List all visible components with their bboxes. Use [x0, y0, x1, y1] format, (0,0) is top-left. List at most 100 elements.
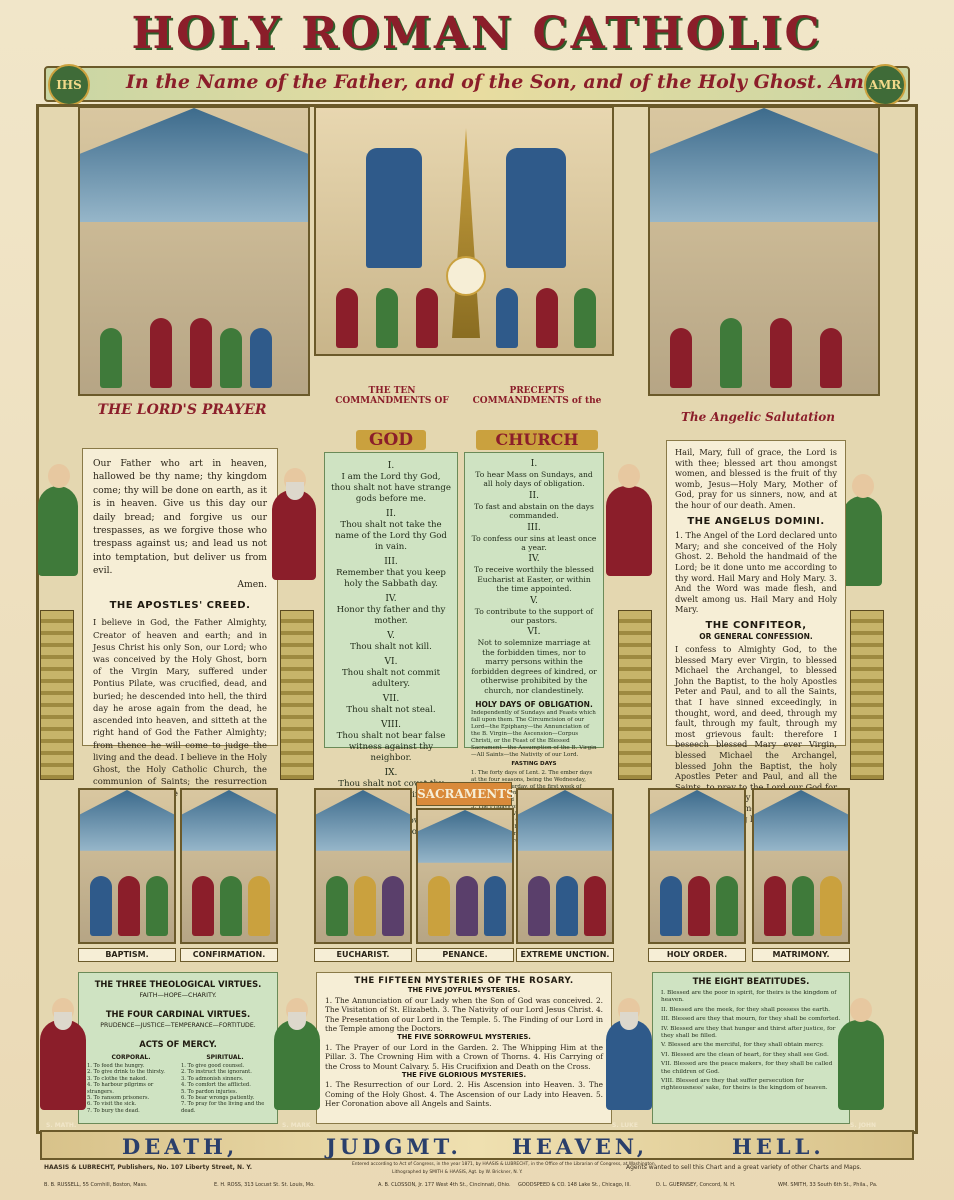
salutation-panel: Hail, Mary, full of grace, the Lord is w…	[666, 440, 846, 824]
invocation-band: IHS In the Name of the Father, and of th…	[44, 64, 910, 106]
beatitude-item: I. Blessed are the poor in spirit, for t…	[661, 990, 837, 1004]
pope-statue	[600, 456, 660, 576]
commandment-number: I.	[387, 461, 395, 471]
sacrament-label: HOLY ORDER.	[648, 948, 746, 962]
beatitudes-panel: THE EIGHT BEATITUDES. I. Blessed are the…	[652, 972, 850, 1124]
sacrament-label: BAPTISM.	[78, 948, 176, 962]
corporal-item: 2. To give drink to the thirsty.	[87, 1069, 165, 1076]
commandment-text: Thou shalt not kill.	[350, 642, 432, 652]
confiteor-text: I confess to Almighty God, to the blesse…	[675, 644, 837, 824]
beatitude-item: III. Blessed are they that mourn, for th…	[661, 1016, 841, 1023]
angelus-title: THE ANGELUS DOMINI.	[687, 515, 825, 527]
spiritual-item: 6. To bear wrongs patiently.	[181, 1095, 255, 1102]
beatitude-item: II. Blessed are the meek, for they shall…	[661, 1006, 830, 1013]
monstrance-spire	[452, 128, 480, 338]
commandment-text: Thou shalt not commit adultery.	[341, 668, 441, 689]
beatitude-item: VII. Blessed are the peace makers, for t…	[661, 1061, 833, 1075]
sacrament-scene	[416, 808, 514, 944]
glorious-title: THE FIVE GLORIOUS MYSTERIES.	[401, 1071, 527, 1080]
corporal-item: 6. To visit the sick.	[87, 1101, 137, 1108]
ihs-medallion: IHS	[48, 64, 90, 106]
apostles-creed-title: THE APOSTLES' CREED.	[109, 600, 251, 612]
angelic-salutation-text: Hail, Mary, full of grace, the Lord is w…	[675, 447, 837, 510]
precepts-heading: PRECEPTS COMMANDMENTS of the	[472, 386, 602, 406]
spiritual-item: 3. To admonish sinners.	[181, 1075, 244, 1082]
theological-virtues-title: THE THREE THEOLOGICAL VIRTUES.	[94, 979, 262, 989]
precept-number: I.	[530, 459, 538, 469]
spiritual-column: SPIRITUAL. 1. To give good counsel.2. To…	[181, 1052, 269, 1114]
commandment-number: IX.	[384, 768, 398, 778]
sacrament-label: CONFIRMATION.	[180, 948, 278, 962]
hell-label: HELL.	[732, 1134, 825, 1159]
amr-medallion: AMR	[864, 64, 906, 106]
sacrament-label: EUCHARIST.	[314, 948, 412, 962]
angels-scene-left	[78, 106, 310, 396]
evangelist-label-luke: S. LUKE	[612, 1122, 638, 1129]
theological-virtues-items: FAITH—HOPE—CHARITY.	[139, 991, 217, 999]
publisher-footer: HAASIS & LUBRECHT, Publishers, No. 107 L…	[40, 1162, 914, 1196]
sacrament-scene	[314, 788, 412, 944]
beatitude-item: VIII. Blessed are they that suffer perse…	[661, 1078, 828, 1092]
evangelist-john	[826, 990, 896, 1110]
precept-number: II.	[529, 490, 539, 501]
sacrament-scene	[648, 788, 746, 944]
seller-entry: E. H. ROSS, 313 Locust St. St. Louis, Mo…	[214, 1182, 315, 1188]
confiteor-subtitle: OR GENERAL CONFESSION.	[699, 631, 813, 641]
commandment-number: VI.	[384, 657, 398, 667]
sacrament-scene	[516, 788, 614, 944]
corporal-column: CORPORAL. 1. To feed the hungry.2. To gi…	[87, 1052, 175, 1114]
sacrament-label: EXTREME UNCTION.	[516, 948, 614, 962]
precept-text: To contribute to the support of our past…	[474, 606, 594, 626]
sacrament-label: MATRIMONY.	[752, 948, 850, 962]
evangelist-matthew	[28, 990, 98, 1110]
confiteor-title: THE CONFITEOR,	[705, 619, 807, 631]
pillar-left-outer	[40, 610, 74, 780]
pillar-left-inner	[280, 610, 314, 780]
sacrament-scene	[78, 788, 176, 944]
commandment-text: Thou shalt not steal.	[346, 705, 436, 715]
commandment-number: III.	[384, 557, 398, 567]
evangelist-label-matthew: S. MATH.	[46, 1122, 77, 1129]
host-circle	[446, 256, 486, 296]
death-label: DEATH,	[122, 1134, 239, 1159]
heaven-label: HEAVEN,	[512, 1134, 649, 1159]
sacrament-label: PENANCE.	[416, 948, 514, 962]
saint-statue-left	[34, 456, 84, 576]
precept-text: Not to solemnize marriage at the forbidd…	[471, 638, 597, 695]
apostles-creed-text: I believe in God, the Father Almighty, C…	[93, 617, 267, 799]
lords-prayer-panel: Our Father who art in heaven, hallowed b…	[82, 448, 278, 798]
judgment-label: JUDGMT.	[326, 1134, 462, 1159]
pillar-right-inner	[618, 610, 652, 780]
commandment-number: VIII.	[380, 720, 402, 730]
ten-commandments-heading: THE TEN COMMANDMENTS OF	[335, 386, 449, 406]
angelus-text: 1. The Angel of the Lord declared unto M…	[675, 530, 837, 615]
joyful-text: 1. The Annunciation of our Lady when the…	[325, 995, 603, 1034]
holy-days-text: Independently of Sundays and Feasts whic…	[471, 709, 597, 758]
commandment-number: II.	[386, 509, 396, 519]
fasting-days-title: FASTING DAYS	[511, 760, 557, 767]
cardinal-virtues-items: PRUDENCE—JUSTICE—TEMPERANCE—FORTITUDE.	[100, 1022, 256, 1029]
sacraments-title: SACRAMENTS	[416, 782, 515, 806]
commandment-number: IV.	[385, 594, 397, 604]
evangelist-label-mark: S. MARK	[282, 1122, 311, 1129]
commandment-text: I am the Lord thy God, thou shalt not ha…	[331, 472, 451, 504]
commandment-number: VII.	[382, 694, 400, 704]
rosary-panel: THE FIFTEEN MYSTERIES OF THE ROSARY. THE…	[316, 972, 612, 1124]
commandment-text: Honor thy father and thy mother.	[336, 605, 446, 626]
ten-commandments-panel: I.I am the Lord thy God, thou shalt not …	[324, 452, 458, 837]
holy-days-title: HOLY DAYS OF OBLIGATION.	[475, 699, 593, 709]
publisher-line: HAASIS & LUBRECHT, Publishers, No. 107 L…	[44, 1164, 253, 1171]
spiritual-item: 1. To give good counsel.	[181, 1063, 245, 1069]
agents-line: Agents wanted to sell this Chart and a g…	[626, 1164, 862, 1171]
precept-text: To hear Mass on Sundays, and all holy da…	[475, 470, 593, 489]
pillar-right-outer	[850, 610, 884, 780]
angels-scene-right	[648, 106, 880, 396]
beatitude-item: V. Blessed are the merciful, for they sh…	[661, 1042, 824, 1049]
commandment-text: Thou shalt not bear false witness agains…	[336, 731, 446, 763]
beatitude-item: IV. Blessed are they that hunger and thi…	[661, 1025, 836, 1040]
copyright-line: Entered according to Act of Congress, in…	[352, 1162, 657, 1167]
precept-text: To receive worthily the blessed Eucharis…	[474, 565, 594, 594]
spiritual-title: SPIRITUAL.	[206, 1054, 244, 1061]
spiritual-item: 4. To comfort the afflicted.	[181, 1082, 251, 1089]
